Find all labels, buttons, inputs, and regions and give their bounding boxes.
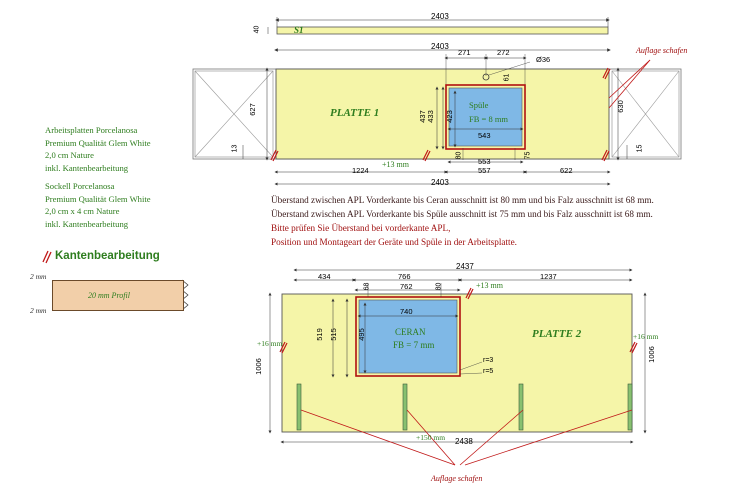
ceran-height-3: 495 [356, 328, 366, 341]
plate2-depth-left: 1006 [253, 358, 263, 375]
sink-offset-right: 272 [497, 48, 510, 57]
plate1-name: PLATTE 1 [330, 107, 380, 119]
front-distance-a: 80 [455, 151, 463, 160]
front-distance-b: 75 [524, 151, 532, 160]
plate1-depth-right: 630 [615, 100, 625, 113]
plate2-right-rest: 1237 [540, 272, 557, 281]
ceran-side-b: 80 [435, 282, 443, 291]
ceran-side-a: 68 [363, 282, 371, 291]
support-offset: +150 mm [416, 433, 446, 442]
ceran-falz [355, 296, 461, 377]
plate1-edge-left: 13 [231, 144, 239, 153]
cabinet-right-x [611, 70, 680, 158]
plate1-overhang: +13 mm [382, 160, 409, 169]
edge-profile-label: 20 mm Profil [88, 291, 130, 300]
sink-offset-left: 271 [458, 48, 471, 57]
tap-diameter: Ø36 [536, 55, 551, 64]
sink-width: 543 [478, 131, 491, 140]
bottom-left-length: 1224 [352, 166, 369, 175]
plate2-overhang-top: +13 mm [476, 281, 503, 290]
plate2-overhang-left: +16 mm [257, 339, 283, 348]
plinth-length: 2403 [431, 12, 449, 21]
edge-top-mm: 2 mm [30, 272, 47, 281]
sink-label: Spüle [469, 100, 489, 110]
plate2-name: PLATTE 2 [532, 328, 582, 340]
tap-offset: 61 [503, 73, 511, 82]
plate2-overhang-right: +16 mm [633, 332, 659, 341]
cabinet-left-x [194, 70, 274, 158]
edge-profile-box [52, 280, 184, 311]
sink-fb: FB = 8 mm [469, 114, 509, 124]
plate2-left-offset: 434 [318, 272, 331, 281]
ceran-height-1: 519 [314, 328, 324, 341]
radius-2: r=5 [483, 368, 494, 375]
support-post [296, 383, 302, 431]
edge-mark [270, 149, 277, 161]
ceran-fb: FB = 7 mm [393, 340, 435, 350]
worktop-spec: Arbeitsplatten Porcelanosa Premium Quali… [45, 125, 151, 173]
plate1-bottom-total: 2403 [431, 178, 449, 187]
plate1-worktop [275, 68, 610, 160]
sink-height-3: 423 [444, 110, 454, 123]
ceran-label: CERAN [395, 327, 426, 337]
plate2-bottom-length: 2438 [455, 437, 473, 446]
plinth-label: S1 [294, 25, 304, 35]
plinth-spec: Sockell Porcelanosa Premium Qualität Gle… [45, 181, 151, 229]
ceran-inner-width: 762 [400, 282, 413, 291]
edge-heading: Kantenbearbeitung [55, 250, 160, 262]
plate1-edge-right: 15 [636, 144, 644, 153]
plate2-support-label: Auflage schafen [431, 474, 483, 483]
bottom-right-length: 622 [560, 166, 573, 175]
ceran-height-2: 515 [328, 328, 338, 341]
radius-1: r=3 [483, 357, 494, 364]
sink-outer-width: 553 [478, 157, 491, 166]
plate2-top-length: 2437 [456, 262, 474, 271]
edge-bottom-mm: 2 mm [30, 306, 47, 315]
sink-cutout [448, 87, 523, 147]
sink-height-2: 433 [425, 110, 435, 123]
sink-falz [445, 84, 526, 150]
ceran-cutout [358, 299, 458, 374]
sink-inner-width: 557 [478, 166, 491, 175]
plate2-depth-right: 1006 [646, 346, 656, 363]
overhang-notes: Überstand zwischen APL Vorderkante bis C… [271, 195, 654, 219]
plate1-support-label: Auflage schafen [636, 46, 688, 55]
plinth-strip-s1 [276, 26, 609, 35]
plate1-depth-left: 627 [247, 103, 257, 116]
ceran-width: 740 [400, 307, 413, 316]
warning-notes: Bitte prüfen Sie Überstand bei vorderkan… [271, 223, 517, 247]
tap-hole [482, 73, 490, 81]
ceran-outer-width: 766 [398, 272, 411, 281]
plinth-height: 40 [253, 25, 261, 34]
plate1-top-length: 2403 [431, 42, 449, 51]
